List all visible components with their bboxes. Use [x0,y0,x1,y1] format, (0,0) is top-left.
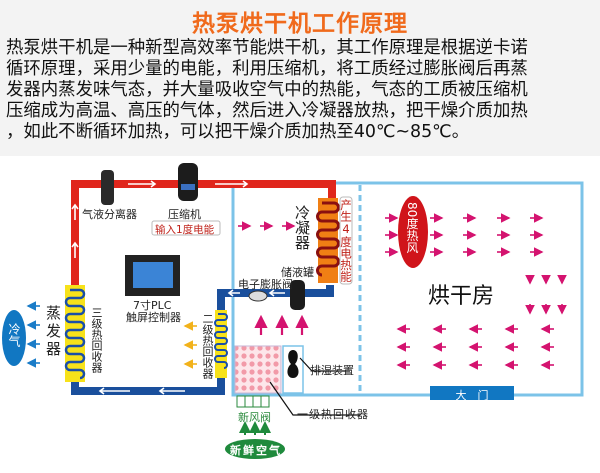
condenser-note: 产生4度电热能 [339,199,353,282]
cold-air-badge [2,310,26,366]
description-line: 循环原理，采用少量的电能，利用压缩机，将工质经过膨胀阀后再蒸 [6,59,528,79]
leader-line [299,357,350,372]
compressor-label: 压缩机 [168,208,201,221]
receiver-icon [290,280,305,310]
separator-icon [101,170,114,205]
fresh-air-valve-label: 新风阀 [238,411,271,424]
coil-wave [316,201,340,277]
hot-pipe [71,180,336,290]
coil-wave [64,288,86,380]
compressor-label-plate [181,184,195,190]
compressor-icon [178,163,198,201]
fresh-air-label: 新鲜空气 [230,444,282,457]
flow-arrow [158,387,185,395]
recovery3-label: 三级热回收器 [90,307,103,373]
plc-display [133,262,173,288]
plc-label: 7寸PLC [133,299,172,312]
separator-label: 气液分离器 [82,208,137,221]
condenser-label: 冷凝器 [293,205,311,250]
header: 热泵烘干机工作原理 热泵烘干机是一种新型高效率节能烘干机，其工作原理是根据逆卡诺… [0,0,600,156]
receiver-label: 储液罐 [281,266,314,279]
compressor-note-frame [151,220,221,236]
hot-air-label: 80度热风 [405,202,419,254]
description-line: 发器内蒸发味气态，并大量吸收空气中的热能，气态的工质被压缩机 [6,80,528,100]
expansion-valve-label: 电子膨胀阀 [238,278,293,291]
cold-air-label: 冷气 [7,323,21,347]
description-line: 压缩成为高温、高压的气体，然后进入冷凝器放热，把干燥介质加热 [6,101,528,121]
recovery1-label: 一级热回收器 [297,408,369,421]
door-label: 大 门 [455,389,489,402]
flow-arrow [98,387,130,395]
evaporator-label: 蒸发器 [44,305,62,359]
description-line: 热泵烘干机是一种新型高效率节能烘干机，其工作原理是根据逆卡诺 [6,38,528,58]
recovery1-core [234,345,282,394]
description-line: ，如此不断循环加热，可以把干燥介质加热至40℃~85℃。 [6,122,470,142]
flow-arrow [128,180,157,188]
description: 热泵烘干机是一种新型高效率节能烘干机，其工作原理是根据逆卡诺 循环原理，采用少量… [6,38,596,143]
flow-arrow [227,289,240,297]
fresh-air-valve-icon[interactable] [236,395,270,408]
expansion-valve-icon [248,290,268,302]
fan-icon [287,350,299,378]
page-title: 热泵烘干机工作原理 [192,11,408,37]
flow-arrow [268,289,285,297]
drying-room-label: 烘干房 [428,284,495,309]
flow-arrow [215,180,249,188]
recovery2-label: 二级热回收器 [201,313,214,379]
dehumidifier-label: 排湿装置 [310,364,354,377]
plc-label-2: 触屏控制器 [126,311,181,324]
coil-wave [214,313,228,369]
fresh-air-badge [225,439,285,459]
leader-line [269,381,360,416]
door[interactable] [430,386,514,400]
condenser-note-frame [339,196,353,285]
flow-arrow [71,241,79,258]
hot-air-badge [398,196,428,268]
evaporator-coil [65,285,85,382]
flow-arrow [71,203,79,220]
compressor-note: 输入1度电能 [155,224,215,236]
